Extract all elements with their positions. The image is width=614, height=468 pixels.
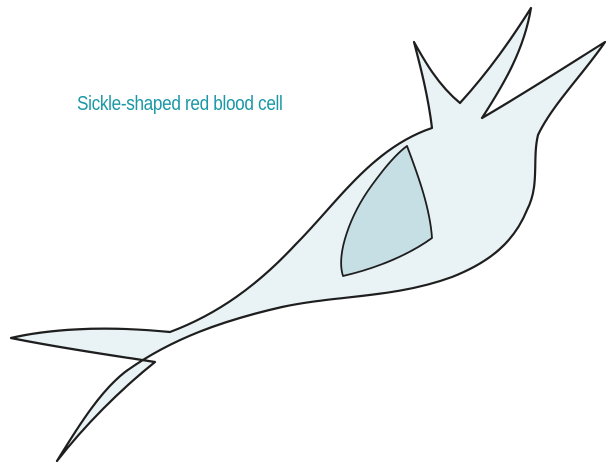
cell-label: Sickle-shaped red blood cell <box>77 93 282 116</box>
sickle-cell-body <box>11 8 605 461</box>
